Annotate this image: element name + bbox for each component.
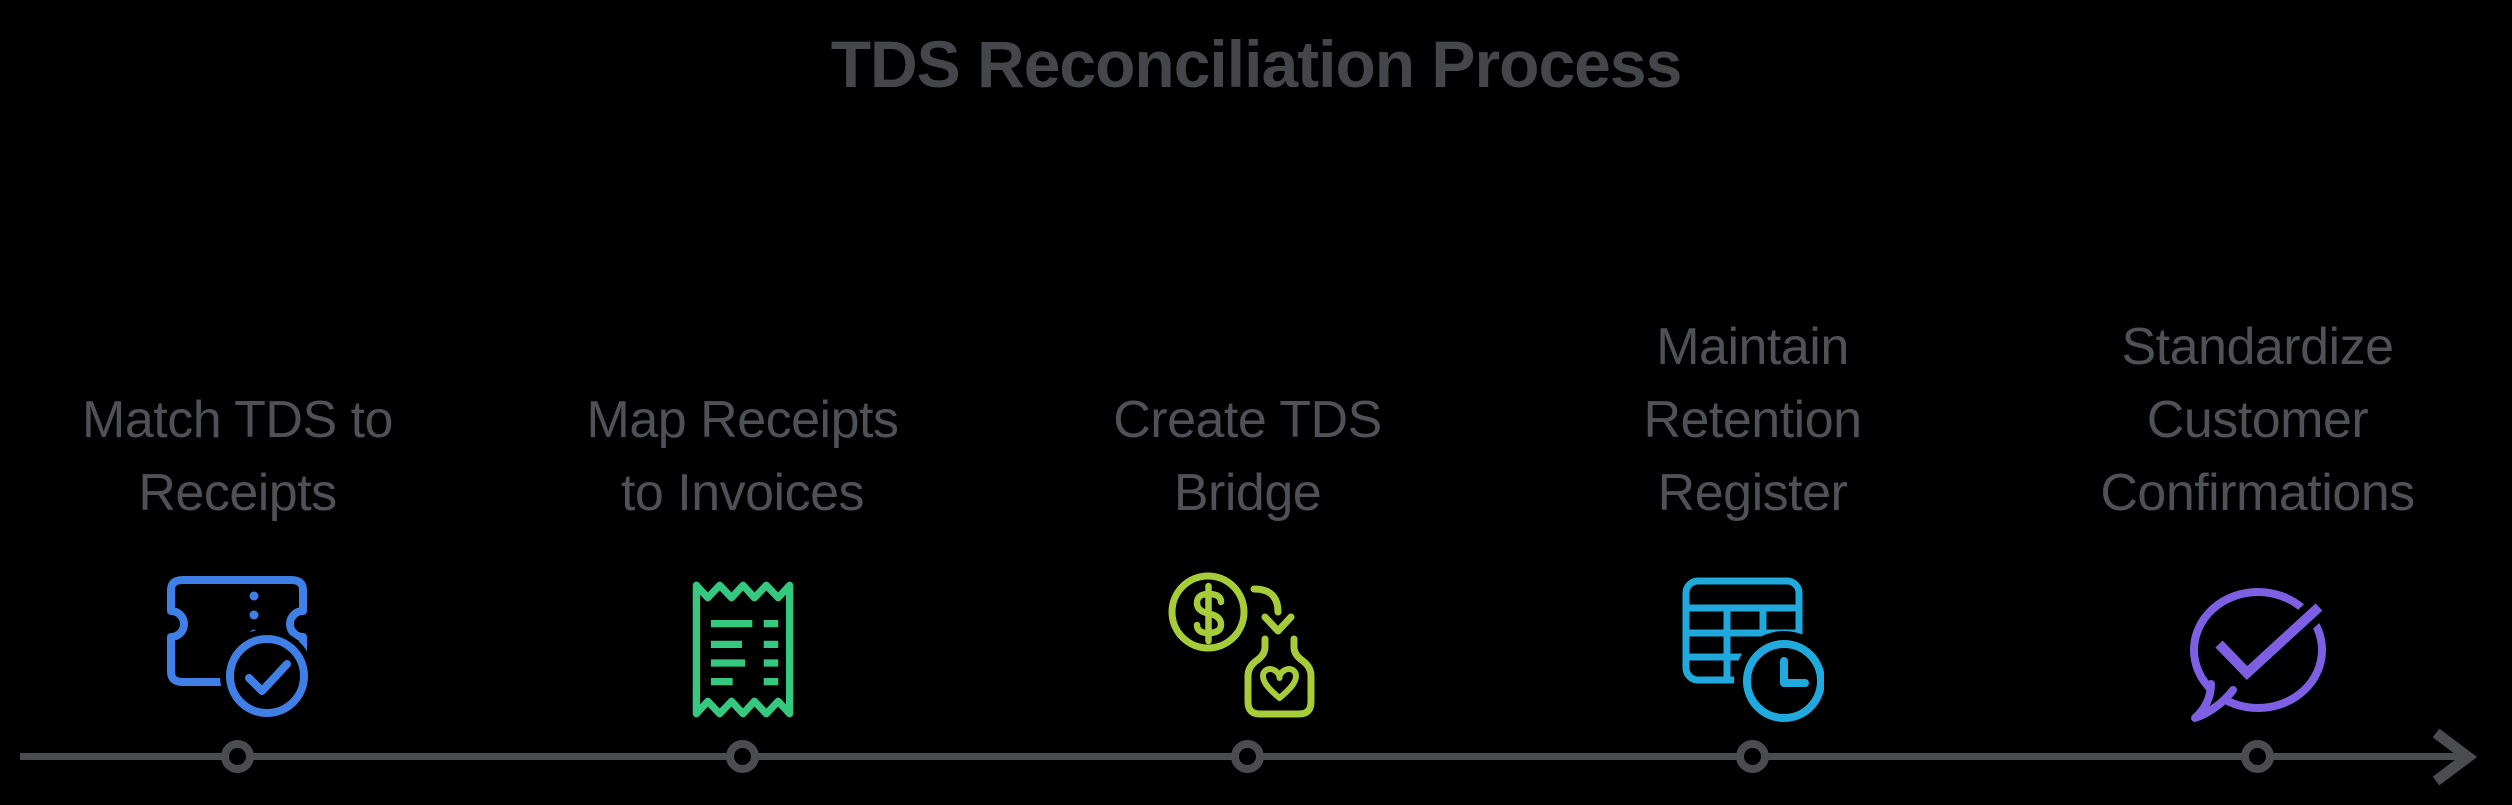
step-icon-box bbox=[2183, 550, 2333, 722]
step-standardize-customer-confirmations: Standardize Customer Confirmations bbox=[2005, 0, 2510, 722]
step-icon-box bbox=[1682, 550, 1824, 722]
receipt-text-lines bbox=[710, 619, 778, 686]
step-map-receipts-to-invoices: Map Receipts to Invoices bbox=[490, 0, 995, 722]
dollar-sign bbox=[1193, 582, 1224, 645]
receipt-icon bbox=[692, 581, 793, 718]
step-create-tds-bridge: Create TDS Bridge bbox=[995, 0, 1500, 722]
curved-arrow bbox=[1250, 585, 1281, 616]
step-icon-box bbox=[691, 550, 795, 722]
step-label: Maintain Retention Register bbox=[1643, 318, 1862, 522]
step-label: Map Receipts to Invoices bbox=[586, 391, 899, 522]
receipt-outline bbox=[692, 581, 793, 718]
check-mark bbox=[2214, 603, 2322, 680]
diagram-title: TDS Reconciliation Process bbox=[830, 27, 1683, 101]
heart-shape bbox=[1259, 666, 1299, 701]
chat-check-icon bbox=[2189, 588, 2327, 722]
timeline-node bbox=[1736, 740, 1769, 773]
arrow-head bbox=[1261, 613, 1294, 635]
ticket-check-icon bbox=[166, 576, 313, 722]
timeline-node bbox=[2241, 740, 2274, 773]
check-mark bbox=[244, 660, 291, 695]
timeline-node bbox=[221, 740, 254, 773]
step-label: Create TDS Bridge bbox=[1113, 391, 1382, 522]
step-match-tds-to-receipts: Match TDS to Receipts bbox=[0, 0, 490, 722]
check-ring bbox=[225, 635, 308, 717]
chat-tail bbox=[2190, 680, 2237, 722]
clock-hands bbox=[1779, 657, 1809, 687]
chat-bubble bbox=[2189, 588, 2326, 712]
step-icon-box bbox=[163, 550, 313, 722]
timeline-node bbox=[726, 740, 759, 773]
money-bag bbox=[1244, 635, 1314, 718]
dollar-circle bbox=[1168, 572, 1247, 652]
process-steps: Match TDS to Receipts Map Receipts to In… bbox=[0, 0, 2510, 722]
money-transfer-icon bbox=[1168, 572, 1314, 718]
step-label: Match TDS to Receipts bbox=[82, 391, 393, 522]
step-icon-box bbox=[1168, 550, 1328, 722]
clock-ring bbox=[1742, 640, 1824, 722]
table-clock-icon bbox=[1682, 577, 1824, 722]
step-maintain-retention-register: Maintain Retention Register bbox=[1500, 0, 2005, 722]
timeline-node bbox=[1231, 740, 1264, 773]
step-label: Standardize Customer Confirmations bbox=[2100, 318, 2415, 522]
timeline-arrow-icon bbox=[2432, 728, 2478, 786]
